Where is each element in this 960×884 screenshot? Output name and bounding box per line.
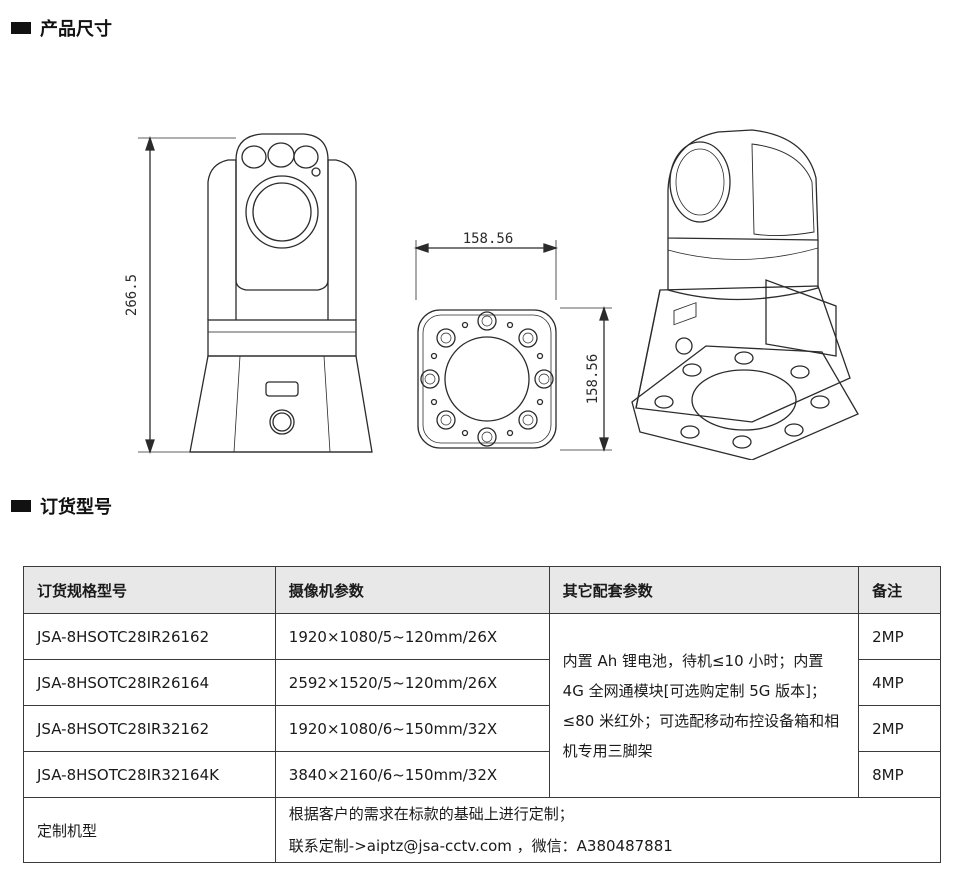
table-row: JSA-8HSOTC28IR26162 1920×1080/5~120mm/26… <box>23 613 941 798</box>
order-model-table: 订货规格型号 摄像机参数 其它配套参数 备注 JSA-8HSOTC28IR261… <box>23 566 942 863</box>
cell-model: JSA-8HSOTC28IR26162 <box>23 613 276 660</box>
cell-note: 2MP <box>858 705 941 752</box>
header-model: 订货规格型号 <box>23 566 276 614</box>
dimension-bottom-width: 158.56 <box>463 231 514 247</box>
cell-note: 8MP <box>858 751 941 798</box>
bottom-view-drawing <box>413 240 612 453</box>
section-heading-ordering: 订货型号 <box>11 493 112 519</box>
table-row: JSA-8HSOTC28IR32164K 3840×2160/6~150mm/3… <box>23 751 941 798</box>
dimension-drawings: 266.5 158.56 158.56 <box>124 129 859 460</box>
cell-model: JSA-8HSOTC28IR32162 <box>23 705 276 752</box>
cell-custom-label: 定制机型 <box>23 797 276 863</box>
perspective-view-drawing <box>631 129 859 460</box>
dimension-front-height: 266.5 <box>124 274 140 316</box>
table-header-row: 订货规格型号 摄像机参数 其它配套参数 备注 <box>23 566 941 614</box>
cell-camera: 3840×2160/6~150mm/32X <box>274 751 550 798</box>
cell-note: 2MP <box>858 613 941 660</box>
section-heading-dimensions: 产品尺寸 <box>11 15 112 41</box>
heading-square-icon <box>11 500 31 512</box>
table-row-custom: 定制机型 根据客户的需求在标款的基础上进行定制； 联系定制->aiptz@jsa… <box>23 797 942 863</box>
custom-contact-line[interactable]: 联系定制->aiptz@jsa-cctv.com ，微信：A380487881 <box>288 837 673 855</box>
cell-other-params: 内置 Ah 锂电池，待机≤10 小时；内置 4G 全网通模块[可选购定制 5G … <box>548 613 860 798</box>
cell-note: 4MP <box>858 659 941 706</box>
cell-custom-info: 根据客户的需求在标款的基础上进行定制； 联系定制->aiptz@jsa-cctv… <box>274 797 942 863</box>
header-note: 备注 <box>858 566 941 614</box>
heading-square-icon <box>11 22 31 34</box>
section-title: 产品尺寸 <box>40 19 112 40</box>
cell-model: JSA-8HSOTC28IR26164 <box>23 659 276 706</box>
table-row: JSA-8HSOTC28IR32162 1920×1080/6~150mm/32… <box>23 705 941 752</box>
cell-camera: 1920×1080/5~120mm/26X <box>274 613 550 660</box>
dimension-bottom-height: 158.56 <box>585 354 601 405</box>
custom-info-line: 根据客户的需求在标款的基础上进行定制； <box>288 805 574 823</box>
header-camera: 摄像机参数 <box>274 566 550 614</box>
front-view-drawing <box>138 133 373 455</box>
cell-model: JSA-8HSOTC28IR32164K <box>23 751 276 798</box>
header-other: 其它配套参数 <box>548 566 860 614</box>
section-title: 订货型号 <box>40 497 112 518</box>
cell-camera: 1920×1080/6~150mm/32X <box>274 705 550 752</box>
cell-camera: 2592×1520/5~120mm/26X <box>274 659 550 706</box>
